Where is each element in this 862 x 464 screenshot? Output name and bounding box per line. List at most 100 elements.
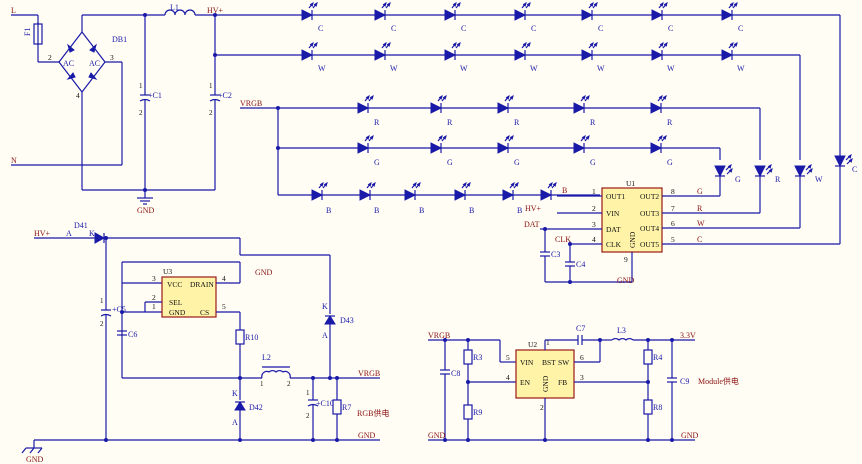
svg-text:B: B xyxy=(326,206,331,215)
bridge-rectifier-db1: AC AC DB1 4 xyxy=(58,31,127,100)
svg-text:2: 2 xyxy=(139,109,143,117)
svg-text:AC: AC xyxy=(89,59,100,68)
svg-text:7: 7 xyxy=(671,204,675,213)
svg-text:2: 2 xyxy=(287,380,291,388)
c10-label: +C10 xyxy=(316,399,334,408)
svg-text:D43: D43 xyxy=(340,316,354,325)
v33-net: 3.3V xyxy=(680,331,696,340)
svg-text:1: 1 xyxy=(592,187,596,196)
gnd-net-u3: GND xyxy=(255,268,273,277)
svg-text:G: G xyxy=(514,158,520,167)
cap-c1-label: +C1 xyxy=(148,91,162,100)
svg-text:6: 6 xyxy=(671,219,675,228)
diode-d42 xyxy=(234,401,246,411)
svg-text:B: B xyxy=(517,206,522,215)
svg-text:A: A xyxy=(322,331,328,340)
svg-text:R: R xyxy=(447,118,453,127)
led-row-w: W W W W W W W xyxy=(300,42,801,160)
vrgb-output-net: VRGB xyxy=(358,369,380,378)
vrgb-net-top: VRGB xyxy=(240,99,262,108)
svg-text:DRAIN: DRAIN xyxy=(190,280,214,289)
led-row-r: R R R R R xyxy=(278,95,761,160)
hv-plus-net: HV+ xyxy=(207,6,224,15)
svg-text:C: C xyxy=(852,165,857,174)
svg-text:W: W xyxy=(597,64,605,73)
u3-ref: U3 xyxy=(163,267,172,276)
svg-text:CS: CS xyxy=(200,308,209,317)
svg-text:B: B xyxy=(469,206,474,215)
svg-text:C: C xyxy=(738,24,743,33)
svg-text:D41: D41 xyxy=(74,221,88,230)
svg-text:L3: L3 xyxy=(617,326,626,335)
c8-label: C8 xyxy=(451,369,460,378)
svg-text:3: 3 xyxy=(592,220,596,229)
gnd-label-top: GND xyxy=(137,206,155,215)
svg-text:R4: R4 xyxy=(653,353,662,362)
u1-ref: U1 xyxy=(626,179,635,188)
u2-ref: U2 xyxy=(528,340,537,349)
svg-text:4: 4 xyxy=(506,373,510,382)
line-input-label: L xyxy=(11,6,16,15)
svg-text:FB: FB xyxy=(558,378,567,387)
side-leds: G R W C xyxy=(714,154,857,244)
svg-text:1: 1 xyxy=(152,302,156,311)
gnd-left-u2: GND xyxy=(428,431,446,440)
r10 xyxy=(235,329,245,345)
svg-text:2: 2 xyxy=(209,109,213,117)
svg-text:BST: BST xyxy=(542,358,556,367)
led-row-g: G G G G G xyxy=(278,135,721,167)
inductor-l2: L2 1 2 xyxy=(260,353,291,388)
svg-text:5: 5 xyxy=(222,302,226,311)
u1-hvplus-net: HV+ xyxy=(525,204,542,213)
vrgb-input-u2: VRGB xyxy=(428,331,450,340)
svg-text:C: C xyxy=(391,24,396,33)
svg-text:VCC: VCC xyxy=(167,280,182,289)
diode-d41 xyxy=(94,232,106,244)
fuse-label: F1 xyxy=(23,28,32,36)
svg-text:G: G xyxy=(374,158,380,167)
svg-text:C: C xyxy=(598,24,603,33)
svg-text:OUT3: OUT3 xyxy=(640,209,659,218)
bridge-label: DB1 xyxy=(112,35,127,44)
diode-d43 xyxy=(324,315,336,325)
module-supply-label: Module供电 xyxy=(698,376,739,386)
gnd-right-u2: GND xyxy=(681,431,699,440)
svg-text:G: G xyxy=(590,158,596,167)
r8 xyxy=(643,399,653,415)
r7 xyxy=(332,399,342,415)
svg-text:4: 4 xyxy=(76,91,80,100)
svg-text:3: 3 xyxy=(580,373,584,382)
svg-text:8: 8 xyxy=(671,187,675,196)
svg-text:W: W xyxy=(667,64,675,73)
svg-text:5: 5 xyxy=(671,235,675,244)
driver-ic-u1: U1 1 OUT1 2 VIN 3 DAT 4 CLK HV+ DAT CLK … xyxy=(524,179,840,285)
svg-text:W: W xyxy=(318,64,326,73)
svg-text:1: 1 xyxy=(139,82,143,90)
svg-text:EN: EN xyxy=(520,378,531,387)
svg-text:W: W xyxy=(697,219,705,228)
svg-text:B: B xyxy=(419,206,424,215)
module-power-section: VRGB C8 R3 R9 U2 VIN BST SW EN FB GND 5 … xyxy=(428,324,739,442)
svg-text:4: 4 xyxy=(222,274,226,283)
svg-text:W: W xyxy=(390,64,398,73)
svg-text:G: G xyxy=(735,175,741,184)
svg-text:2: 2 xyxy=(152,293,156,302)
svg-text:CLK: CLK xyxy=(606,240,622,249)
svg-text:L1: L1 xyxy=(170,3,179,12)
svg-text:C: C xyxy=(531,24,536,33)
svg-text:R: R xyxy=(697,204,703,213)
svg-text:B: B xyxy=(562,186,567,195)
svg-text:W: W xyxy=(460,64,468,73)
u1-dat-net: DAT xyxy=(524,220,540,229)
u1-clk-net: CLK xyxy=(555,235,571,244)
svg-text:OUT5: OUT5 xyxy=(640,240,659,249)
svg-text:A: A xyxy=(232,418,238,427)
svg-text:1: 1 xyxy=(260,380,264,388)
c9-label: C9 xyxy=(680,377,689,386)
svg-text:C: C xyxy=(668,24,673,33)
svg-text:GND: GND xyxy=(169,308,186,317)
svg-text:1: 1 xyxy=(209,82,213,90)
earth-gnd-label: GND xyxy=(26,455,44,464)
svg-text:6: 6 xyxy=(580,353,584,362)
